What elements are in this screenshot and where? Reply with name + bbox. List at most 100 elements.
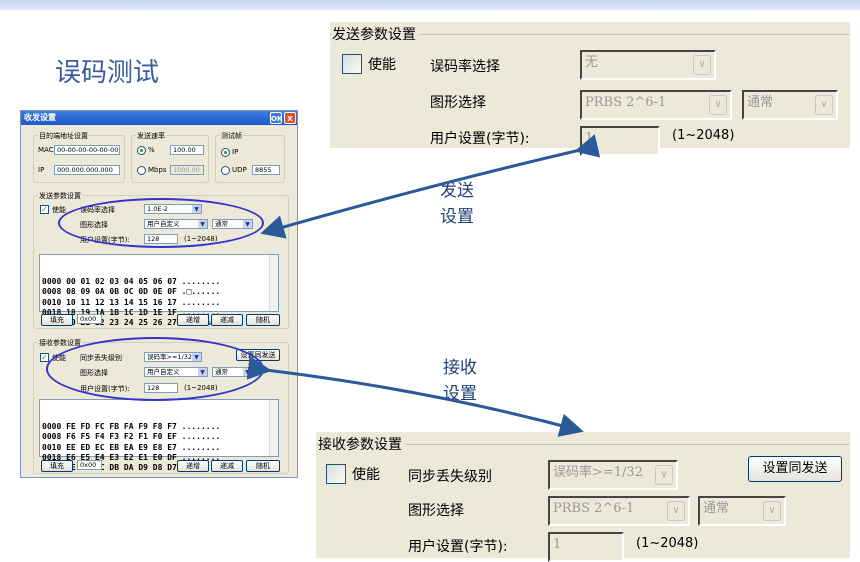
increment-button[interactable]: 递增 (177, 460, 209, 472)
user-setting-label: 用户设置(字节): (430, 131, 530, 147)
sync-loss-value: 误码率>=1/32 (553, 465, 643, 480)
mac-label: MAC (38, 146, 54, 154)
pattern-label: 图形选择 (430, 95, 486, 111)
recv-params-zoom-panel: 接收参数设置 使能 同步丢失级别 误码率>=1/32 ∨ 设置同发送 图形选择 P… (316, 432, 850, 562)
send-hex-editor[interactable]: 0000 00 01 02 03 04 05 06 07 ........000… (39, 254, 279, 327)
percent-input[interactable]: 100.00 (170, 145, 204, 155)
random-button[interactable]: 随机 (246, 314, 280, 326)
user-setting-label: 用户设置(字节): (408, 539, 508, 555)
enable-checkbox[interactable] (326, 464, 346, 484)
enable-label: 使能 (352, 467, 380, 483)
percent-label: % (148, 146, 155, 154)
ok-button[interactable]: OK (270, 112, 282, 124)
mbps-radio[interactable] (137, 166, 146, 175)
send-highlight-ellipse (58, 198, 264, 248)
udp-port-input[interactable]: 8855 (252, 165, 280, 175)
hex-row: 0000 00 01 02 03 04 05 06 07 ........ (42, 276, 221, 286)
mode-select[interactable]: 通常 ∨ (698, 496, 786, 526)
group-label: 接收参数设置 (38, 338, 82, 348)
pattern-select[interactable]: PRBS 2^6-1 ∨ (548, 496, 690, 526)
divider (316, 444, 850, 445)
transceive-settings-dialog: 收发设置 OK X 目的端地址设置 MAC 00-00-00-00-00-00 … (20, 110, 298, 478)
enable-checkbox[interactable] (342, 54, 362, 74)
panel-title: 接收参数设置 (318, 434, 405, 454)
mac-input[interactable]: 00-00-00-00-00-00 (54, 145, 120, 155)
percent-radio[interactable] (137, 146, 146, 155)
send-enable-checkbox[interactable]: ✓ (40, 205, 49, 214)
ip-input[interactable]: 000.000.000.000 (54, 165, 120, 175)
close-button[interactable]: X (284, 112, 296, 124)
group-label: 发送速率 (136, 131, 166, 141)
dest-address-group: 目的端地址设置 MAC 00-00-00-00-00-00 IP 000.000… (33, 131, 125, 183)
mode-value: 通常 (747, 95, 774, 110)
ip-frame-label: IP (232, 148, 239, 156)
mbps-input[interactable]: 1000.00 (170, 165, 204, 175)
hex-row: 0018 E6 E5 E4 E3 E2 E1 E0 DF ........ (42, 453, 221, 463)
chevron-down-icon: ∨ (815, 95, 833, 115)
pattern-value: PRBS 2^6-1 (553, 501, 635, 516)
pattern-value: PRBS 2^6-1 (585, 95, 667, 110)
chevron-down-icon: ∨ (667, 501, 685, 521)
udp-radio[interactable] (221, 166, 230, 175)
user-setting-input[interactable]: 1 (580, 126, 660, 156)
ip-label: IP (38, 166, 45, 174)
hex-row: 0010 10 11 12 13 14 15 16 17 ........ (42, 297, 221, 307)
ber-select[interactable]: 无∨ (580, 50, 716, 80)
callout-line: 设置 (443, 384, 477, 404)
mode-select[interactable]: 通常 ∨ (742, 90, 838, 120)
increment-button[interactable]: 递增 (177, 314, 209, 326)
hex-row: 0018 18 19 1A 1B 1C 1D 1E 1F ........ (42, 308, 221, 318)
recv-highlight-ellipse (46, 337, 264, 401)
send-rate-group: 发送速率 % 100.00 Mbps 1000.00 (131, 131, 209, 183)
recv-arrow (246, 355, 584, 437)
fill-value-input[interactable]: 0x00 (77, 314, 102, 324)
send-params-zoom-panel: 发送参数设置 使能 误码率选择 无∨ 图形选择 PRBS 2^6-1∨ 通常∨ … (330, 22, 850, 156)
slide-top-bar (0, 0, 860, 10)
scrollbar[interactable] (269, 255, 278, 311)
chevron-down-icon: ∨ (763, 501, 781, 521)
slide-title: 误码测试 (55, 58, 160, 88)
chevron-down-icon: ∨ (655, 465, 673, 485)
ip-radio[interactable] (221, 148, 230, 157)
recv-params-group: 接收参数设置 ✓ 使能 同步丢失级别 误码率>=1/32▼ 设置同发送 图形选择… (33, 338, 289, 474)
dialog-title: 收发设置 (24, 113, 56, 122)
sync-loss-select[interactable]: 误码率>=1/32 ∨ (548, 460, 678, 490)
udp-label: UDP (232, 166, 247, 174)
hex-row: 0008 F6 F5 F4 F3 F2 F1 F0 EF ........ (42, 432, 221, 442)
panel-title: 发送参数设置 (332, 24, 419, 44)
group-label: 测试帧 (220, 131, 243, 141)
divider (330, 34, 850, 35)
sync-loss-label: 同步丢失级别 (408, 469, 492, 485)
chevron-down-icon: ∨ (693, 55, 711, 75)
mode-value: 通常 (703, 501, 730, 516)
pattern-label: 图形选择 (408, 503, 464, 519)
callout-line: 设置 (440, 207, 474, 227)
fill-button[interactable]: 填充 (41, 314, 73, 326)
dialog-titlebar: 收发设置 OK X (21, 111, 297, 125)
enable-label: 使能 (52, 206, 66, 214)
random-button[interactable]: 随机 (246, 460, 280, 472)
group-label: 发送参数设置 (38, 191, 82, 201)
test-frame-group: 测试帧 IP UDP 8855 (215, 131, 285, 183)
fill-value-input[interactable]: 0x00 (77, 460, 102, 470)
ber-label: 误码率选择 (430, 59, 500, 75)
ber-value: 无 (585, 55, 599, 70)
enable-label: 使能 (368, 57, 396, 73)
range-label: (1~2048) (672, 128, 735, 143)
decrement-button[interactable]: 递减 (211, 460, 243, 472)
recv-enable-checkbox[interactable]: ✓ (40, 353, 49, 362)
hex-row: 0010 EE ED EC EB EA E9 E8 E7 ........ (42, 442, 221, 452)
same-as-send-button[interactable]: 设置同发送 (748, 456, 842, 482)
decrement-button[interactable]: 递减 (211, 314, 243, 326)
scrollbar[interactable] (269, 400, 278, 456)
recv-hex-editor[interactable]: 0000 FE FD FC FB FA F9 F8 F7 ........000… (39, 399, 279, 472)
mbps-label: Mbps (148, 166, 167, 174)
range-label: (1~2048) (636, 536, 699, 551)
send-callout: 发送设置 (440, 178, 474, 230)
callout-line: 接收 (443, 358, 477, 378)
hex-row: 0008 08 09 0A 0B 0C 0D 0E 0F .□...... (42, 287, 221, 297)
callout-line: 发送 (440, 181, 474, 201)
fill-button[interactable]: 填充 (41, 460, 73, 472)
pattern-select[interactable]: PRBS 2^6-1∨ (580, 90, 732, 120)
recv-callout: 接收设置 (443, 355, 477, 407)
